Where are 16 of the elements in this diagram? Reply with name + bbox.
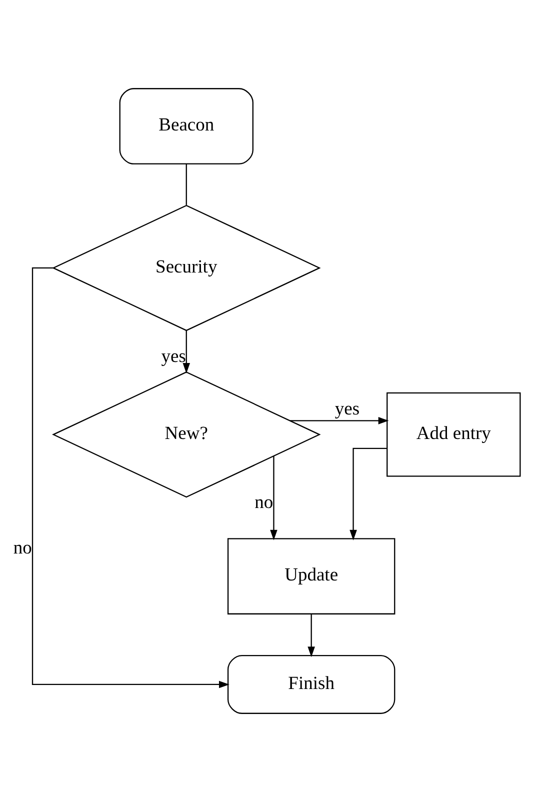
edge-label: yes	[334, 399, 360, 420]
edge-label: no	[13, 538, 32, 558]
edge-label: yes	[161, 346, 186, 366]
arrow	[182, 330, 190, 373]
arrow	[32, 266, 230, 688]
connector	[186, 163, 187, 204]
node-diamond: New?	[52, 370, 321, 498]
arrow	[290, 416, 389, 424]
arrow	[308, 614, 315, 657]
node-box: Beacon	[119, 88, 254, 164]
arrow	[270, 456, 278, 540]
node-box: Finish	[227, 654, 396, 714]
node-box: Update	[227, 538, 396, 614]
arrow	[350, 447, 387, 540]
node-diamond: Security	[52, 204, 321, 331]
node-box: Add entry	[386, 392, 521, 476]
